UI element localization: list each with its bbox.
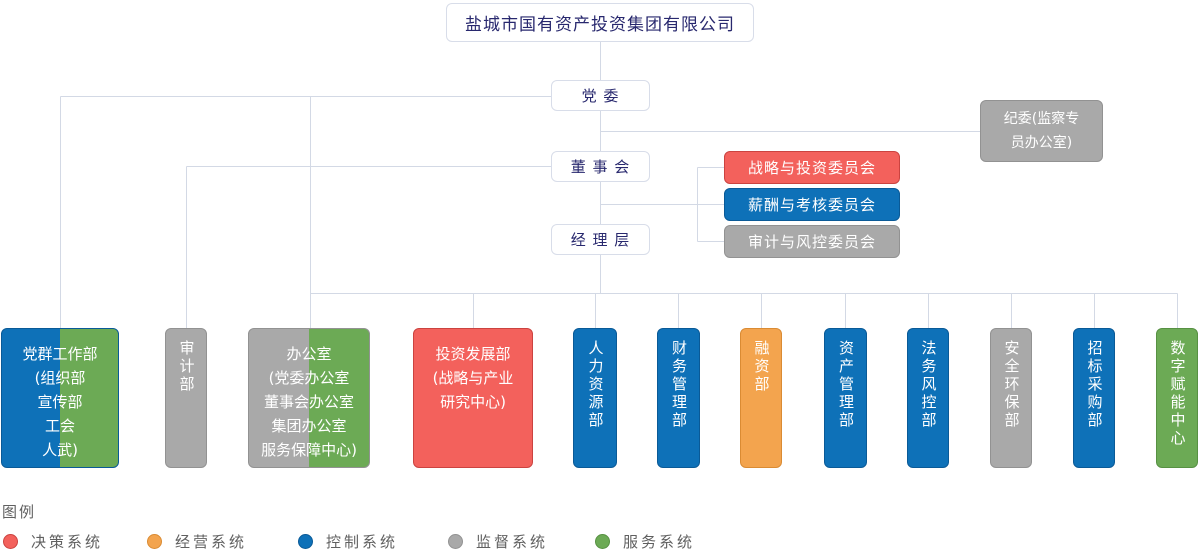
legend-item: 经营系统 — [147, 532, 248, 551]
org-node-dept-asset-management: 资产管理部 — [824, 328, 867, 468]
legend-item-label: 决策系统 — [31, 532, 104, 551]
org-node-dept-investment-development: 投资发展部 (战略与产业 研究中心) — [413, 328, 533, 468]
org-node-dept-finance-management: 财务管理部 — [657, 328, 700, 468]
legend-item-label: 控制系统 — [326, 532, 399, 551]
org-node-company: 盐城市国有资产投资集团有限公司 — [446, 3, 754, 42]
org-node-dept-human-resources: 人力资源部 — [573, 328, 617, 468]
department-label: 党群工作部 (组织部 宣传部 工会 人武) — [22, 345, 98, 459]
legend-swatch-control — [298, 533, 313, 549]
org-node-dept-safety-environment: 安全环保部 — [990, 328, 1032, 468]
department-label: 人力资源部 — [586, 340, 605, 430]
legend-item-label: 经营系统 — [175, 532, 248, 551]
legend-item: 服务系统 — [595, 532, 696, 551]
department-label: 审计部 — [177, 340, 196, 394]
org-node-dept-legal-risk-control: 法务风控部 — [907, 328, 949, 468]
org-node-management: 经 理 层 — [551, 224, 650, 255]
department-label: 投资发展部 (战略与产业 研究中心) — [432, 345, 514, 411]
org-node-dept-digital-empowerment: 数字赋能中心 — [1156, 328, 1198, 468]
department-label: 安全环保部 — [1002, 340, 1021, 430]
legend-swatch-decision — [3, 533, 18, 549]
discipline-committee-label: 纪委(监察专 员办公室) — [1003, 111, 1080, 151]
org-node-dept-party-mass-work: 党群工作部 (组织部 宣传部 工会 人武) — [1, 328, 119, 468]
legend-title: 图例 — [2, 503, 37, 521]
department-label: 法务风控部 — [919, 340, 938, 430]
legend-item: 控制系统 — [298, 532, 399, 551]
org-node-committee-compensation-assessment: 薪酬与考核委员会 — [724, 188, 900, 221]
org-node-committee-strategy-investment: 战略与投资委员会 — [724, 151, 900, 184]
org-node-party-committee: 党 委 — [551, 80, 650, 111]
department-label: 数字赋能中心 — [1168, 340, 1187, 448]
department-label: 资产管理部 — [837, 340, 855, 430]
department-label: 融资部 — [752, 340, 771, 394]
legend-item-label: 服务系统 — [623, 532, 696, 551]
department-label: 办公室 (党委办公室 董事会办公室 集团办公室 服务保障中心) — [261, 345, 357, 459]
legend-item: 决策系统 — [3, 532, 104, 551]
legend-swatch-operation — [147, 533, 162, 549]
department-label: 财务管理部 — [670, 340, 688, 430]
org-node-dept-financing: 融资部 — [740, 328, 782, 468]
org-node-committee-audit-risk: 审计与风控委员会 — [724, 225, 900, 258]
legend-item: 监督系统 — [448, 532, 549, 551]
legend-item-label: 监督系统 — [476, 532, 549, 551]
legend-swatch-service — [595, 533, 610, 549]
org-node-discipline-committee: 纪委(监察专 员办公室) — [980, 100, 1103, 162]
department-label: 招标采购部 — [1085, 340, 1104, 430]
org-node-dept-bidding-procurement: 招标采购部 — [1073, 328, 1115, 468]
org-node-dept-general-office: 办公室 (党委办公室 董事会办公室 集团办公室 服务保障中心) — [248, 328, 370, 468]
legend-swatch-supervision — [448, 533, 463, 549]
org-node-board: 董 事 会 — [551, 151, 650, 182]
org-node-dept-audit: 审计部 — [165, 328, 207, 468]
